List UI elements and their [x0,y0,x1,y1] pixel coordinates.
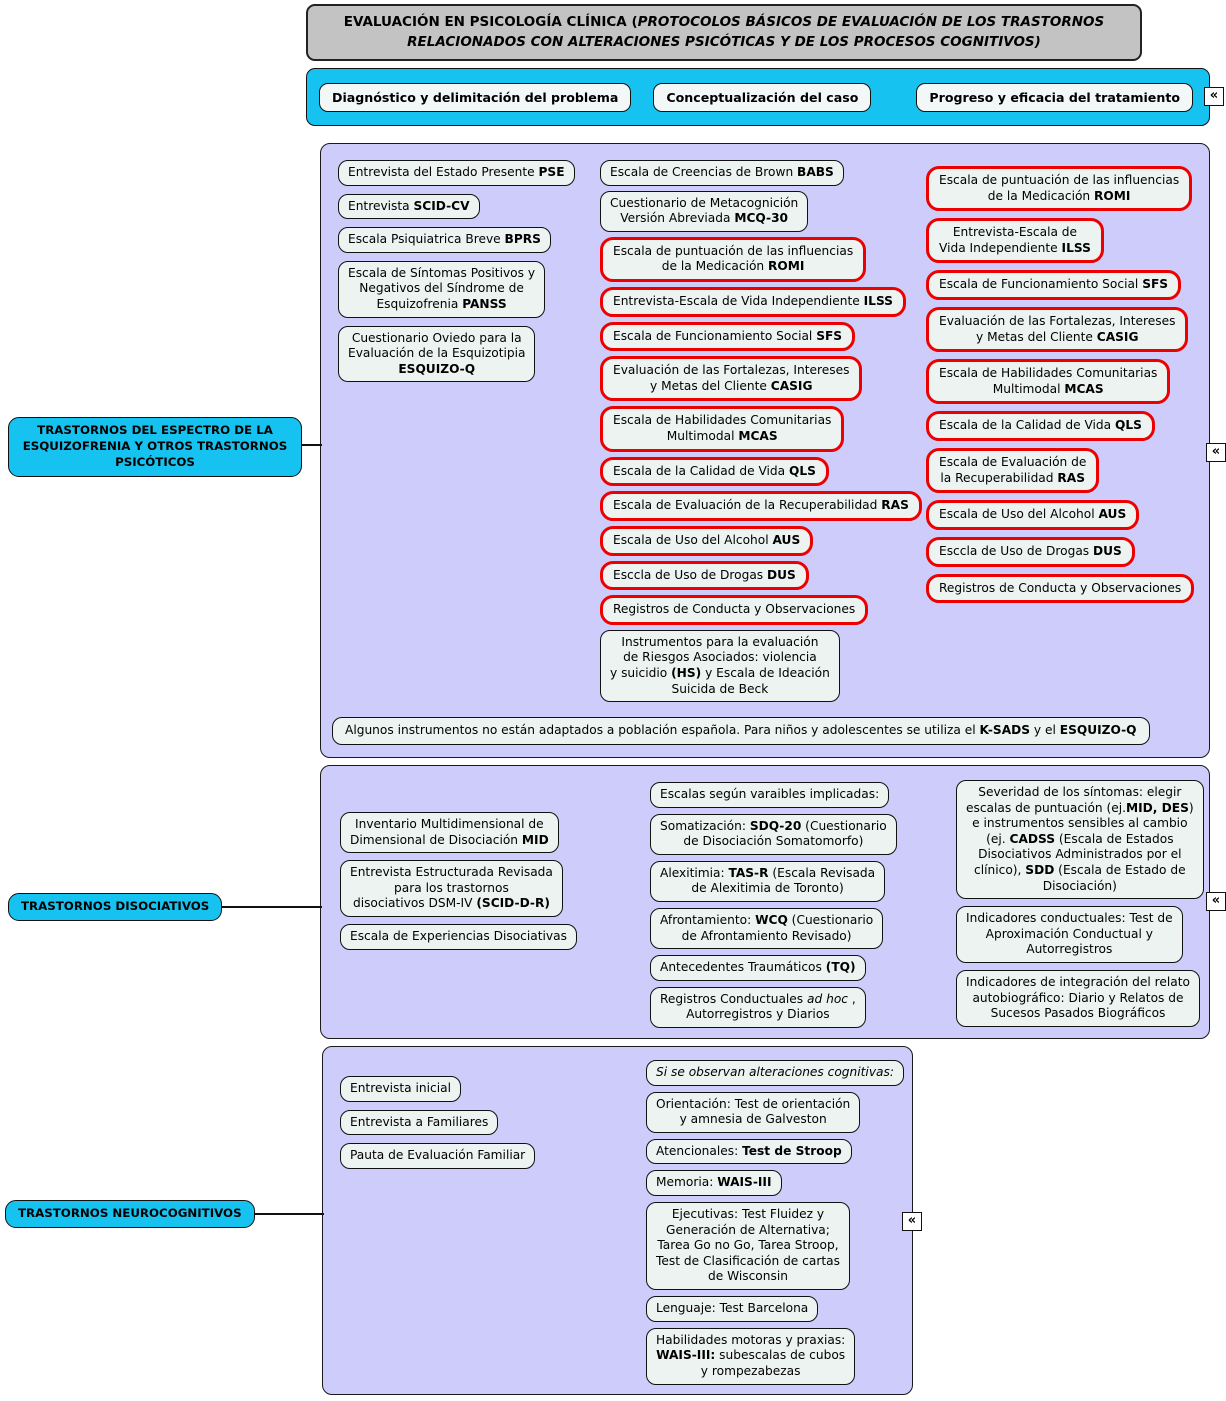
concept-node[interactable]: Orientación: Test de orientación y amnes… [646,1091,861,1133]
concept-node[interactable]: Entrevista-Escala de Vida Independiente … [600,287,906,317]
concept-node[interactable]: Memoria: WAIS-III [646,1170,782,1197]
concept-node[interactable]: Registros de Conducta y Observaciones [926,573,1195,604]
footnote-node[interactable]: Algunos instrumentos no están adaptados … [332,717,1150,745]
phase-node-progreso[interactable]: Progreso y eficacia del tratamiento [916,82,1193,112]
column-dissociative-indicators: Severidad de los síntomas: elegir escala… [956,780,1204,1027]
concept-node[interactable]: Escalas según varaibles implicadas: [650,782,890,808]
concept-node[interactable]: Si se observan alteraciones cognitivas: [646,1060,904,1086]
concept-node[interactable]: Escala de Habilidades Comunitarias Multi… [600,406,845,452]
concept-node[interactable]: Entrevista SCID-CV [338,193,480,220]
concept-node[interactable]: Escala de Evaluación de la Recuperabilid… [600,491,922,521]
concept-node[interactable]: Escala de puntuación de las influencias … [926,166,1193,212]
concept-node[interactable]: Indicadores de integración del relato au… [956,970,1200,1027]
concept-node[interactable]: Ejecutivas: Test Fluidez y Generación de… [646,1202,850,1291]
concept-node[interactable]: Registros Conductuales ad hoc , Autorreg… [650,986,866,1029]
concept-node[interactable]: Atencionales: Test de Stroop [646,1138,852,1165]
connector-line [205,906,322,908]
concept-node[interactable]: Esccla de Uso de Drogas DUS [926,536,1135,567]
concept-node[interactable]: Esccla de Uso de Drogas DUS [600,560,809,591]
concept-node[interactable]: Escala de Síntomas Positivos y Negativos… [338,260,546,318]
concept-node[interactable]: Escala Psiquiatrica Breve BPRS [338,227,551,253]
column-dissociative-variables: Escalas según varaibles implicadas: Somat… [650,782,897,1029]
phase-node-diagnostico[interactable]: Diagnóstico y delimitación del problema [319,82,632,112]
collapse-chevrons-icon[interactable]: « [1204,87,1224,106]
concept-node[interactable]: Escala de la Calidad de Vida QLS [600,456,829,487]
map-title: EVALUACIÓN EN PSICOLOGÍA CLÍNICA (PROTOC… [306,4,1142,61]
concept-node[interactable]: Entrevista a Familiares [340,1109,499,1136]
collapse-chevrons-icon[interactable]: « [902,1212,922,1231]
concept-node[interactable]: Escala de la Calidad de Vida QLS [926,411,1155,442]
concept-node[interactable]: Cuestionario Oviedo para la Evaluación d… [338,325,536,383]
phases-bar: Diagnóstico y delimitación del problema … [306,68,1210,126]
concept-node[interactable]: Antecedentes Traumáticos (TQ) [650,955,866,981]
concept-node[interactable]: Escala de Experiencias Disociativas [340,924,577,950]
phase-node-conceptualizacion[interactable]: Conceptualización del caso [653,82,872,112]
concept-node[interactable]: Escala de Uso del Alcohol AUS [600,525,814,556]
concept-node[interactable]: Evaluación de las Fortalezas, Intereses … [926,307,1189,353]
concept-node[interactable]: Entrevista inicial [340,1076,461,1102]
concept-node[interactable]: Escala de Evaluación de la Recuperabilid… [926,448,1100,494]
topic-trastornos-disociativos[interactable]: TRASTORNOS DISOCIATIVOS [8,893,223,921]
concept-node[interactable]: Habilidades motoras y praxias: WAIS-III:… [646,1327,856,1385]
concept-node[interactable]: Entrevista Estructurada Revisada para lo… [340,860,563,918]
concept-node[interactable]: Escala de Uso del Alcohol AUS [926,500,1140,530]
concept-node[interactable]: Escala de Habilidades Comunitarias Multi… [926,359,1171,405]
collapse-chevrons-icon[interactable]: « [1206,892,1226,911]
concept-node[interactable]: Inventario Multidimensional de Dimension… [340,812,559,854]
concept-node[interactable]: Lenguaje: Test Barcelona [646,1296,819,1322]
concept-node[interactable]: Entrevista-Escala de Vida Independiente … [926,218,1104,264]
concept-node[interactable]: Instrumentos para la evaluación de Riesg… [600,629,840,703]
column-scales-repeat: Escala de puntuación de las influencias … [926,166,1195,604]
connector-line [230,1213,324,1215]
column-interviews: Entrevista del Estado Presente PSE Entrev… [338,160,575,383]
concept-node[interactable]: Escala de Creencias de Brown BABS [600,160,844,186]
collapse-chevrons-icon[interactable]: « [1206,443,1226,462]
concept-node[interactable]: Registros de Conducta y Observaciones [600,595,869,625]
concept-node[interactable]: Cuestionario de Metacognición Versión Ab… [600,190,809,232]
column-scales-main: Escala de Creencias de Brown BABS Cuestio… [600,160,922,703]
concept-node[interactable]: Alexitimia: TAS-R (Escala Revisada de Al… [650,860,886,903]
column-neuro-tests: Si se observan alteraciones cognitivas: O… [646,1060,904,1385]
concept-node[interactable]: Escala de puntuación de las influencias … [600,236,867,283]
concept-node[interactable]: Afrontamiento: WCQ (Cuestionario de Afro… [650,908,884,950]
topic-trastornos-neurocognitivos[interactable]: TRASTORNOS NEUROCOGNITIVOS [5,1200,255,1228]
topic-trastornos-psicoticos[interactable]: TRASTORNOS DEL ESPECTRO DE LA ESQUIZOFRE… [8,417,302,477]
concept-node[interactable]: Entrevista del Estado Presente PSE [338,160,575,186]
column-dissociative-instruments: Inventario Multidimensional de Dimension… [340,812,577,950]
concept-node[interactable]: Pauta de Evaluación Familiar [340,1143,536,1169]
concept-node[interactable]: Escala de Funcionamiento Social SFS [600,321,856,352]
concept-node[interactable]: Severidad de los síntomas: elegir escala… [956,780,1204,900]
concept-node[interactable]: Indicadores conductuales: Test de Aproxi… [956,906,1183,964]
concept-node[interactable]: Escala de Funcionamiento Social SFS [926,270,1182,301]
concept-node[interactable]: Evaluación de las Fortalezas, Intereses … [600,356,863,402]
concept-node[interactable]: Somatización: SDQ-20 (Cuestionario de Di… [650,813,897,855]
